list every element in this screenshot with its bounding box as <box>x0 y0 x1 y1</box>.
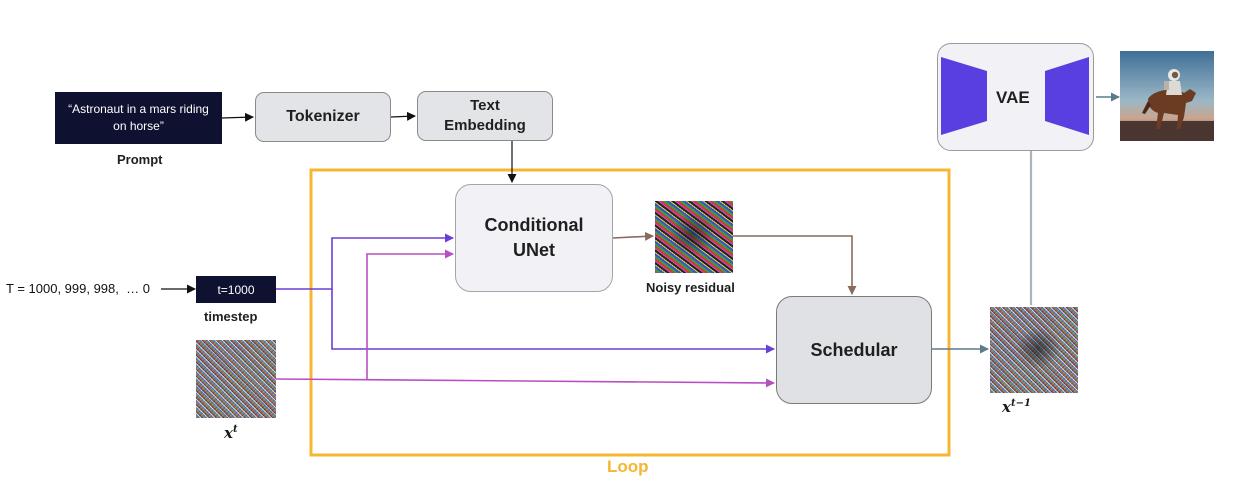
latent-output-label: xt−1 <box>1002 398 1031 416</box>
noisy-residual-caption: Noisy residual <box>646 280 735 295</box>
latent-output-image <box>990 307 1078 393</box>
unet-label: Conditional UNet <box>484 215 584 260</box>
tokenizer-label: Tokenizer <box>286 108 360 125</box>
loop-label: Loop <box>607 457 649 476</box>
arrow-prompt-to-tokenizer <box>221 112 254 122</box>
wire-residual-to-scheduler <box>733 235 857 295</box>
latent-input-label: xt <box>224 424 238 442</box>
scheduler-box: Schedular <box>776 296 932 404</box>
timestep-sequence: T = 1000, 999, 998, … 0 <box>6 281 150 296</box>
scheduler-label: Schedular <box>810 339 898 360</box>
timestep-value: t=1000 <box>217 282 255 297</box>
generated-image <box>1120 51 1214 141</box>
prompt-text: “Astronaut in a mars riding on horse” <box>68 102 209 133</box>
latent-input-image <box>196 340 276 418</box>
prompt-box: “Astronaut in a mars riding on horse” <box>55 92 222 144</box>
unet-box: Conditional UNet <box>455 184 613 292</box>
timestep-box: t=1000 <box>196 276 276 303</box>
text-embedding-label: Text Embedding <box>444 97 526 134</box>
latent-input-superscript: t <box>232 424 238 435</box>
wire-latent-to-unet <box>366 249 454 380</box>
prompt-caption: Prompt <box>117 152 163 167</box>
arrow-tokenizer-to-embedding <box>390 111 416 121</box>
vae-blocks <box>941 57 1089 135</box>
timestep-caption: timestep <box>204 309 258 324</box>
wire-timestep-to-unet <box>276 233 454 290</box>
latent-input-symbol: x <box>224 424 233 442</box>
vae-decoder-shape <box>1045 57 1089 135</box>
wire-latent-to-scheduler <box>275 378 775 388</box>
text-embedding-box: Text Embedding <box>417 91 553 141</box>
noisy-residual-image <box>655 201 733 273</box>
latent-output-symbol: x <box>1002 398 1011 416</box>
vae-encoder-shape <box>941 57 987 135</box>
arrow-unet-to-residual <box>612 231 654 241</box>
vae-label: VAE <box>996 88 1030 107</box>
loop-frame <box>309 168 951 457</box>
vae-container: VAE <box>937 43 1094 151</box>
wire-timestep-to-scheduler <box>331 289 775 354</box>
latent-output-superscript: t−1 <box>1010 398 1031 409</box>
astronaut-horse-illustration <box>1120 51 1214 141</box>
tokenizer-box: Tokenizer <box>255 92 391 142</box>
